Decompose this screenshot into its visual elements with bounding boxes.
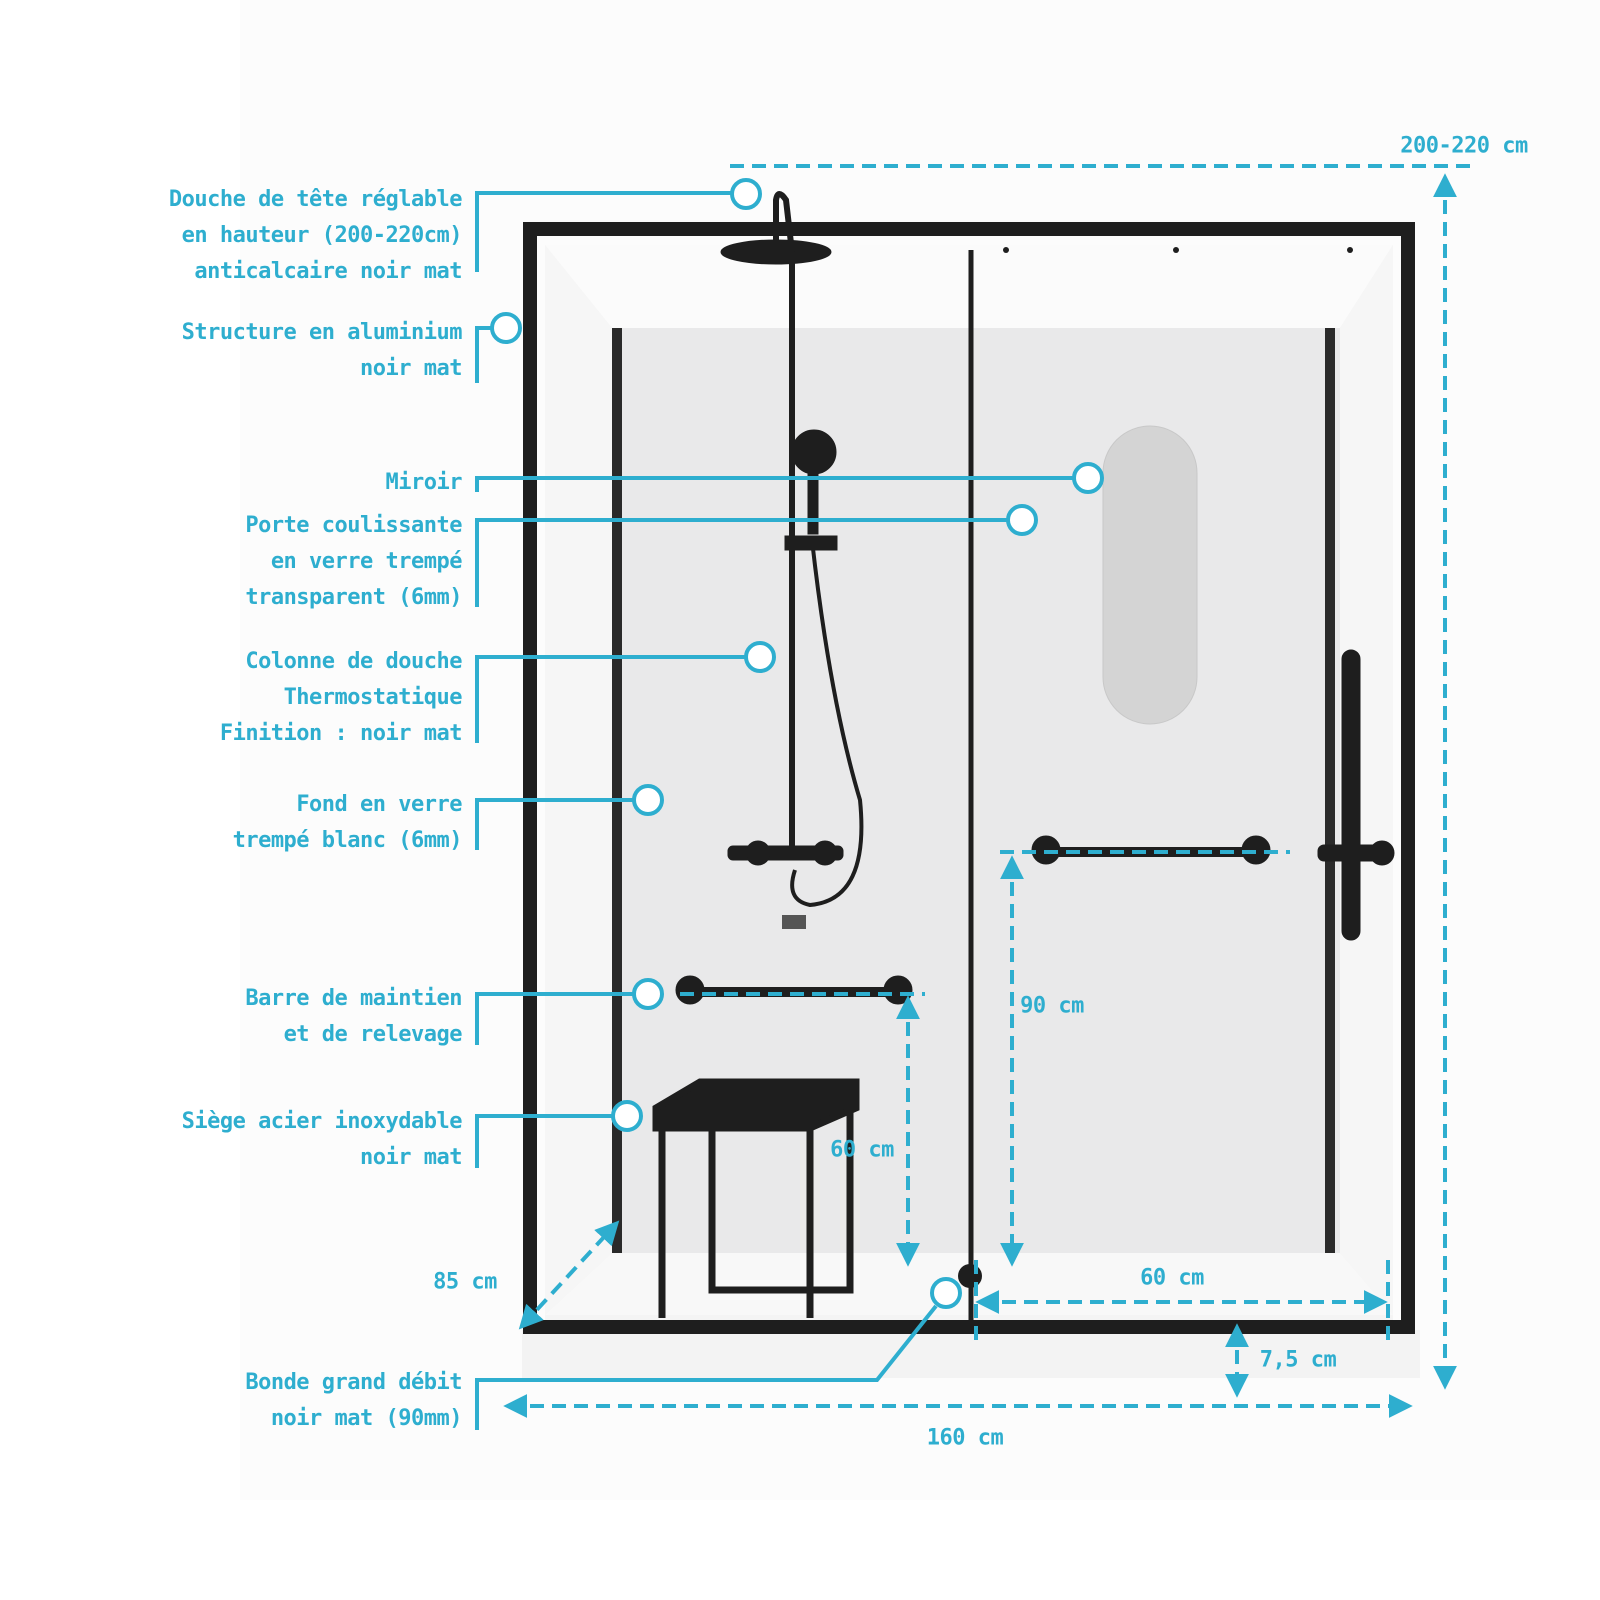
- seat: [652, 1078, 860, 1318]
- label-line: Siège acier inoxydable: [181, 1109, 463, 1134]
- label-line: noir mat: [360, 1145, 462, 1170]
- dimension-lines: [503, 164, 1475, 1418]
- shower-cabin: [523, 222, 1415, 1334]
- label-seat: Siège acier inoxydable noir mat: [181, 1104, 463, 1176]
- dim-height: 200-220 cm: [1400, 133, 1528, 159]
- label-line: Bonde grand débit: [245, 1370, 462, 1395]
- brand-logo: [782, 915, 806, 929]
- dim-tray-height: 7,5 cm: [1259, 1347, 1337, 1373]
- dim-door-width: 60 cm: [1140, 1265, 1204, 1291]
- shower-tray: [522, 1330, 1420, 1378]
- label-line: Finition : noir mat: [219, 721, 463, 746]
- dim-bar-height-right: 90 cm: [1020, 993, 1084, 1019]
- label-line: trempé blanc (6mm): [232, 828, 463, 853]
- dim-width: 160 cm: [926, 1425, 1004, 1451]
- label-line: Fond en verre: [296, 792, 462, 817]
- label-shower-column: Colonne de douche Thermostatique Finitio…: [219, 644, 463, 752]
- label-line: noir mat (90mm): [270, 1406, 463, 1431]
- label-line: en hauteur (200-220cm): [181, 223, 463, 248]
- label-line: en verre trempé: [270, 549, 463, 574]
- label-mirror: Miroir: [385, 465, 463, 501]
- leader-lines: [475, 191, 1074, 1430]
- aluminium-frame: [523, 222, 1415, 1334]
- label-head-shower: Douche de tête réglable en hauteur (200-…: [168, 182, 463, 290]
- dim-depth: 85 cm: [433, 1269, 497, 1295]
- shower-column: [720, 191, 864, 929]
- label-structure: Structure en aluminium noir mat: [181, 315, 463, 387]
- label-drain: Bonde grand débit noir mat (90mm): [245, 1365, 462, 1437]
- label-sliding-door: Porte coulissante en verre trempé transp…: [245, 508, 462, 616]
- door-handle: [1341, 649, 1361, 941]
- label-line: et de relevage: [283, 1022, 463, 1047]
- drain: [958, 1264, 982, 1288]
- label-line: anticalcaire noir mat: [194, 259, 462, 284]
- callout-markers: [490, 178, 1104, 1309]
- label-grab-bar: Barre de maintien et de relevage: [245, 981, 462, 1053]
- label-line: Douche de tête réglable: [168, 187, 463, 212]
- label-line: Miroir: [385, 470, 463, 495]
- label-line: Porte coulissante: [245, 513, 462, 538]
- mirror: [1102, 425, 1198, 725]
- dim-bar-height-left: 60 cm: [830, 1137, 894, 1163]
- label-line: Structure en aluminium: [181, 320, 463, 345]
- label-line: Colonne de douche: [245, 649, 462, 674]
- label-line: Thermostatique: [283, 685, 463, 710]
- label-line: transparent (6mm): [245, 585, 462, 610]
- label-line: noir mat: [360, 356, 462, 381]
- label-back-panel: Fond en verre trempé blanc (6mm): [232, 787, 463, 859]
- label-line: Barre de maintien: [245, 986, 462, 1011]
